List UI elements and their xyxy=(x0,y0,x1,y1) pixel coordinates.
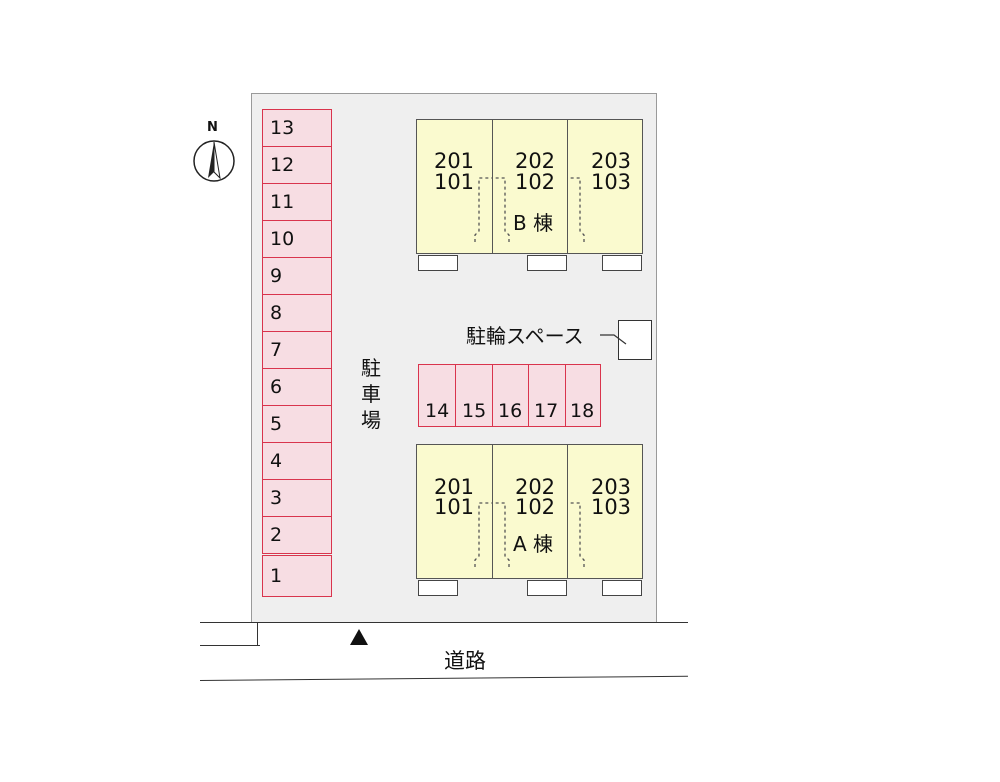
stall-number: 6 xyxy=(270,376,283,398)
unit-101: 101 xyxy=(433,495,475,519)
stall-number: 8 xyxy=(270,302,283,324)
entrance-step xyxy=(418,580,458,596)
stall-number: 3 xyxy=(270,487,283,509)
compass-icon xyxy=(193,140,235,182)
road-edge xyxy=(199,675,688,681)
compass-north-label: N xyxy=(207,120,218,135)
unit-202: 202 xyxy=(514,475,556,499)
unit-103: 103 xyxy=(590,495,632,519)
bicycle-space-box xyxy=(618,320,652,360)
building-b: 201 101 202 102 203 103 B 棟 xyxy=(416,119,643,254)
stall-number: 7 xyxy=(270,339,283,361)
stall-number: 17 xyxy=(534,400,559,422)
unit-203: 203 xyxy=(590,149,632,173)
unit-203: 203 xyxy=(590,475,632,499)
bicycle-space-label: 駐輪スペース xyxy=(466,324,584,348)
stall-number: 18 xyxy=(570,400,595,422)
compass: N xyxy=(192,120,238,186)
stall-1: 1 xyxy=(262,555,332,597)
stall-7: 7 xyxy=(262,331,332,369)
unit-divider xyxy=(492,120,493,253)
unit-divider xyxy=(567,445,568,578)
stair-outline xyxy=(474,502,585,567)
road-edge xyxy=(257,622,258,646)
stall-number: 9 xyxy=(270,265,283,287)
entrance-step xyxy=(418,255,458,271)
unit-divider xyxy=(492,445,493,578)
stall-11: 11 xyxy=(262,183,332,221)
entrance-step xyxy=(602,255,642,271)
stall-number: 11 xyxy=(270,191,295,213)
stall-number: 10 xyxy=(270,228,295,250)
unit-101: 101 xyxy=(433,170,475,194)
stall-3: 3 xyxy=(262,479,332,517)
building-name: B 棟 xyxy=(513,211,554,235)
stall-number: 2 xyxy=(270,524,283,546)
stall-5: 5 xyxy=(262,405,332,443)
left-parking-column: 13 12 11 10 9 8 7 6 5 4 3 2 1 xyxy=(262,109,332,597)
entrance-step xyxy=(527,255,567,271)
parking-label-char: 駐 xyxy=(361,356,381,380)
entrance-arrow-icon xyxy=(350,629,368,645)
stall-10: 10 xyxy=(262,220,332,258)
stall-4: 4 xyxy=(262,442,332,480)
stall-number: 4 xyxy=(270,450,283,472)
stall-number: 15 xyxy=(462,400,487,422)
stall-2: 2 xyxy=(262,516,332,554)
unit-divider xyxy=(567,120,568,253)
stall-6: 6 xyxy=(262,368,332,406)
unit-201: 201 xyxy=(433,475,475,499)
leader-line xyxy=(600,334,627,345)
stall-18: 18 xyxy=(565,364,601,427)
road-edge xyxy=(200,622,688,623)
unit-201: 201 xyxy=(433,149,475,173)
parking-label-char: 車 xyxy=(361,382,381,406)
road-label: 道路 xyxy=(444,649,486,673)
building-name: A 棟 xyxy=(513,532,554,556)
unit-202: 202 xyxy=(514,149,556,173)
stall-number: 14 xyxy=(425,400,450,422)
stall-17: 17 xyxy=(528,364,566,427)
stall-9: 9 xyxy=(262,257,332,295)
stall-number: 16 xyxy=(498,400,523,422)
middle-parking-row: 14 15 16 17 18 xyxy=(418,364,601,427)
stall-12: 12 xyxy=(262,146,332,184)
road-edge xyxy=(200,645,260,646)
stall-8: 8 xyxy=(262,294,332,332)
parking-label-char: 場 xyxy=(361,408,381,432)
stall-number: 12 xyxy=(270,154,295,176)
stall-15: 15 xyxy=(455,364,493,427)
stall-number: 13 xyxy=(270,117,295,139)
unit-102: 102 xyxy=(514,495,556,519)
entrance-step xyxy=(602,580,642,596)
stall-16: 16 xyxy=(492,364,530,427)
stair-outline xyxy=(474,177,585,242)
stall-13: 13 xyxy=(262,109,332,147)
stall-number: 1 xyxy=(270,565,283,587)
unit-102: 102 xyxy=(514,170,556,194)
stall-number: 5 xyxy=(270,413,283,435)
unit-103: 103 xyxy=(590,170,632,194)
stall-14: 14 xyxy=(418,364,456,427)
entrance-step xyxy=(527,580,567,596)
building-a: 201 101 202 102 203 103 A 棟 xyxy=(416,444,643,579)
